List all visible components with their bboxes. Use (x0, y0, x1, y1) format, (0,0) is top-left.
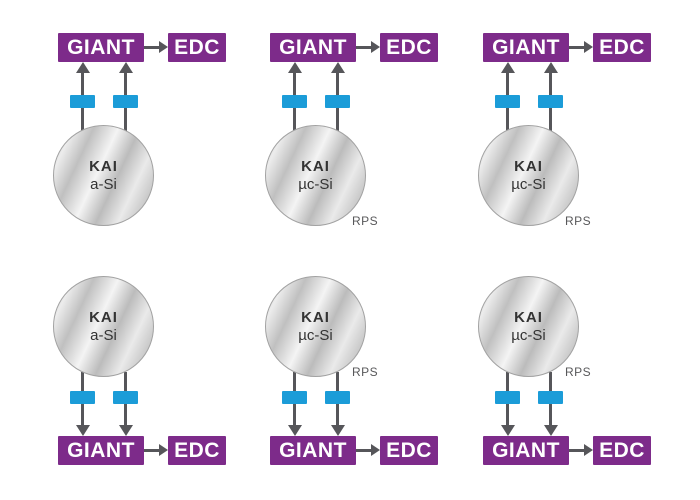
reactor-material: µc-Si (511, 176, 546, 193)
arrow-right-icon (584, 444, 593, 456)
valve-connector (325, 95, 350, 108)
giant-to-edc-line (144, 449, 160, 452)
arrow-up-icon (543, 62, 558, 73)
valve-connector (282, 95, 307, 108)
valve-connector (538, 391, 563, 404)
giant-box: GIANT (270, 436, 356, 465)
arrow-down-icon (287, 425, 302, 436)
arrow-up-icon (500, 62, 515, 73)
kai-reactor-circle: KAI µc-Si (478, 276, 579, 377)
giant-box: GIANT (483, 33, 569, 62)
giant-box: GIANT (483, 436, 569, 465)
valve-connector (495, 95, 520, 108)
valve-connector (538, 95, 563, 108)
arrow-right-icon (371, 444, 380, 456)
rps-label: RPS (565, 365, 592, 379)
giant-box: GIANT (58, 33, 144, 62)
giant-to-edc-line (144, 46, 160, 49)
giant-to-edc-line (356, 449, 372, 452)
arrow-down-icon (500, 425, 515, 436)
arrow-up-icon (287, 62, 302, 73)
reactor-material: µc-Si (511, 327, 546, 344)
arrow-up-icon (118, 62, 133, 73)
edc-box: EDC (168, 436, 226, 465)
giant-box: GIANT (270, 33, 356, 62)
arrow-down-icon (75, 425, 90, 436)
valve-connector (70, 95, 95, 108)
reactor-name: KAI (301, 309, 330, 326)
arrow-up-icon (75, 62, 90, 73)
panel-top-center: GIANT EDC KAI µc-Si RPS (242, 28, 456, 234)
kai-reactor-circle: KAI a-Si (53, 125, 154, 226)
reactor-name: KAI (89, 158, 118, 175)
rps-label: RPS (352, 365, 379, 379)
arrow-down-icon (118, 425, 133, 436)
kai-reactor-circle: KAI µc-Si (265, 125, 366, 226)
edc-box: EDC (168, 33, 226, 62)
edc-box: EDC (380, 436, 438, 465)
arrow-up-icon (330, 62, 345, 73)
arrow-right-icon (584, 41, 593, 53)
reactor-name: KAI (89, 309, 118, 326)
reactor-material: a-Si (90, 176, 117, 193)
valve-connector (325, 391, 350, 404)
kai-reactor-circle: KAI µc-Si (265, 276, 366, 377)
valve-connector (113, 391, 138, 404)
edc-box: EDC (593, 33, 651, 62)
arrow-right-icon (159, 444, 168, 456)
kai-reactor-circle: KAI a-Si (53, 276, 154, 377)
giant-to-edc-line (569, 449, 585, 452)
panel-top-left: GIANT EDC KAI a-Si (30, 28, 244, 234)
reactor-material: a-Si (90, 327, 117, 344)
panel-bottom-left: KAI a-Si GIANT EDC (30, 272, 244, 478)
reactor-name: KAI (514, 309, 543, 326)
edc-box: EDC (380, 33, 438, 62)
reactor-material: µc-Si (298, 176, 333, 193)
giant-to-edc-line (356, 46, 372, 49)
panel-bottom-right: KAI µc-Si RPS GIANT EDC (455, 272, 669, 478)
giant-to-edc-line (569, 46, 585, 49)
arrow-right-icon (159, 41, 168, 53)
panel-top-right: GIANT EDC KAI µc-Si RPS (455, 28, 669, 234)
valve-connector (70, 391, 95, 404)
rps-label: RPS (565, 214, 592, 228)
reactor-name: KAI (514, 158, 543, 175)
valve-connector (113, 95, 138, 108)
edc-box: EDC (593, 436, 651, 465)
arrow-right-icon (371, 41, 380, 53)
reactor-material: µc-Si (298, 327, 333, 344)
arrow-down-icon (543, 425, 558, 436)
valve-connector (495, 391, 520, 404)
arrow-down-icon (330, 425, 345, 436)
kai-reactor-circle: KAI µc-Si (478, 125, 579, 226)
rps-label: RPS (352, 214, 379, 228)
giant-box: GIANT (58, 436, 144, 465)
reactor-name: KAI (301, 158, 330, 175)
panel-bottom-center: KAI µc-Si RPS GIANT EDC (242, 272, 456, 478)
valve-connector (282, 391, 307, 404)
